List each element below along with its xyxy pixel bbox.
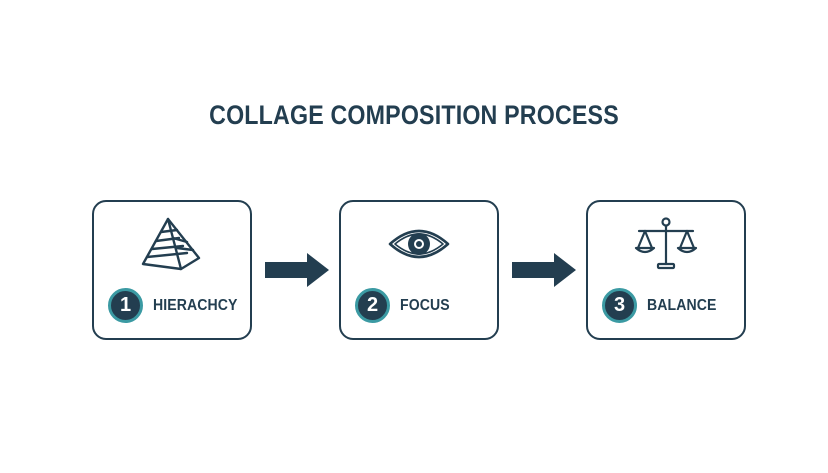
step-row-1: 1 HIERACHCY (108, 288, 249, 323)
step-number-badge: 2 (355, 288, 390, 323)
arrow-right-icon (265, 253, 329, 287)
eye-icon (341, 216, 497, 272)
step-label: BALANCE (647, 296, 717, 314)
diagram-title: COLLAGE COMPOSITION PROCESS (209, 100, 619, 130)
step-row-3: 3 BALANCE (602, 288, 726, 323)
arrow-right-icon (512, 253, 576, 287)
step-number-badge: 3 (602, 288, 637, 323)
step-card-focus: 2 FOCUS (339, 200, 499, 340)
pyramid-icon (94, 216, 250, 272)
step-number-badge: 1 (108, 288, 143, 323)
step-label: FOCUS (400, 296, 450, 314)
step-label: HIERACHCY (153, 296, 238, 314)
scales-icon (588, 216, 744, 272)
step-row-2: 2 FOCUS (355, 288, 457, 323)
step-card-hierarchy: 1 HIERACHCY (92, 200, 252, 340)
step-card-balance: 3 BALANCE (586, 200, 746, 340)
